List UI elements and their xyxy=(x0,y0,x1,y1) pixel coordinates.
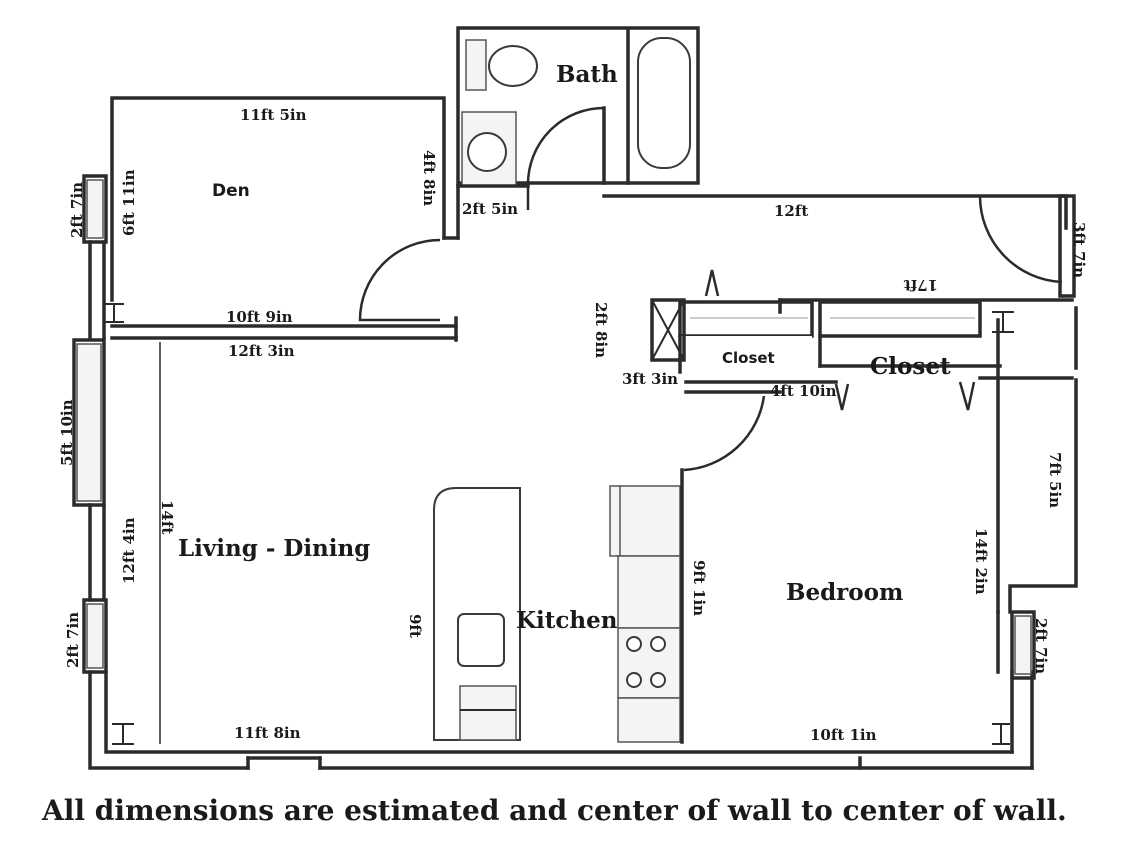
stove-fixture xyxy=(617,627,681,699)
dim-kitchen-wall: 9ft 1in xyxy=(690,560,708,616)
room-label-bedroom: Bedroom xyxy=(786,579,903,606)
dim-right-top: 3ft 7in xyxy=(1070,222,1088,278)
dim-living-window: 5ft 10in xyxy=(58,399,76,466)
dim-den-left-window: 2ft 7in xyxy=(68,182,86,238)
dim-bedroom-right: 14ft 2in xyxy=(972,528,990,595)
room-label-living-dining: Living - Dining xyxy=(178,535,370,562)
dim-den-top: 11ft 5in xyxy=(240,106,307,124)
fridge-fixture xyxy=(617,485,681,557)
closet-door-mark xyxy=(704,269,720,297)
sink-basin xyxy=(467,132,507,172)
footnote: All dimensions are estimated and center … xyxy=(41,794,1067,827)
dim-living-left: 12ft 4in xyxy=(120,517,138,584)
column-marker xyxy=(104,303,124,323)
kitchen-area xyxy=(433,468,684,744)
exterior-left-wall xyxy=(72,174,1014,770)
dim-living-height: 14ft xyxy=(158,500,176,534)
dim-closet-post: 2ft 8in xyxy=(592,302,610,358)
column-marker-bottom-left xyxy=(112,723,134,745)
dim-living-window-low: 2ft 7in xyxy=(64,612,82,668)
dim-bath-door: 2ft 5in xyxy=(462,200,518,218)
dim-hall-top: 12ft xyxy=(774,202,808,220)
den-walls xyxy=(104,96,530,342)
entry-door-swing xyxy=(978,195,1063,284)
den-door-swing xyxy=(358,238,441,322)
dim-kitchen-counter: 9ft xyxy=(406,614,424,638)
closet-door-mark xyxy=(958,381,976,411)
column-marker-right xyxy=(992,311,1014,333)
toilet-bowl xyxy=(488,45,538,87)
room-label-closet-large: Closet xyxy=(870,353,951,380)
bedroom-door-swing xyxy=(683,395,766,472)
bathtub-fixture xyxy=(637,37,691,169)
dim-closet-top: 17ft xyxy=(904,276,938,294)
dim-den-left: 6ft 11in xyxy=(120,169,138,236)
room-label-kitchen: Kitchen xyxy=(516,607,618,634)
column-marker-bottom-right xyxy=(992,723,1010,745)
dim-bedroom-right-upper: 7ft 5in xyxy=(1046,452,1064,508)
sink-fixture xyxy=(457,613,505,667)
dim-closet-large-bottom: 4ft 10in xyxy=(770,382,837,400)
dim-closet-small-bottom: 3ft 3in xyxy=(622,370,678,388)
closet-door-mark xyxy=(834,383,850,411)
dim-living-top: 12ft 3in xyxy=(228,342,295,360)
exterior-right-wall xyxy=(992,306,1078,680)
room-label-den: Den xyxy=(212,181,250,201)
bath-room xyxy=(456,26,700,210)
dim-bedroom-window: 2ft 7in xyxy=(1032,618,1050,674)
dim-den-bottom: 10ft 9in xyxy=(226,308,293,326)
dim-living-bottom: 11ft 8in xyxy=(234,724,301,742)
bath-door-swing xyxy=(526,106,605,210)
dim-den-right: 4ft 8in xyxy=(420,150,438,206)
toilet-tank xyxy=(465,39,487,91)
exterior-bottom-wall xyxy=(112,670,1034,770)
room-label-bath: Bath xyxy=(556,61,618,88)
shaft-box xyxy=(650,298,686,362)
room-label-closet-small: Closet xyxy=(722,349,775,367)
dim-bedroom-bottom: 10ft 1in xyxy=(810,726,877,744)
